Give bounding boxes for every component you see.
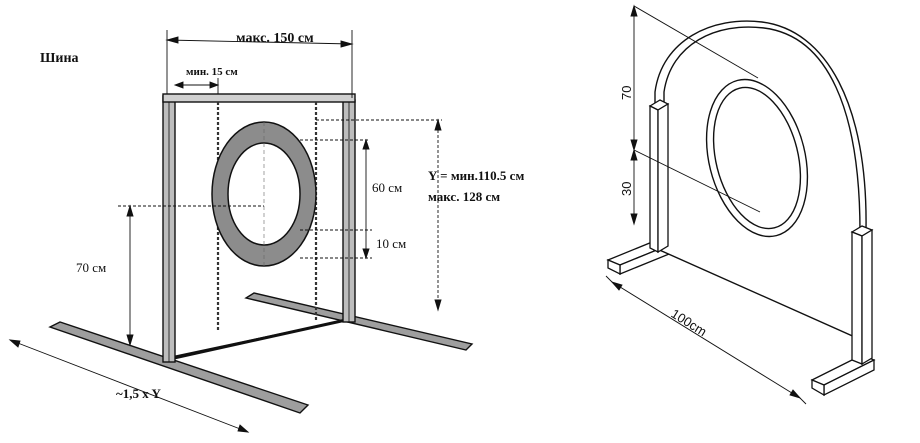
min-gap-label: мин. 15 см: [186, 66, 238, 78]
upper-dimension-label: 70: [619, 86, 634, 100]
hoop-board-figure: 70 30 100cm: [605, 4, 876, 405]
tire-jump-figure: Шина макс. 150 см мин. 15 см 60 см Y = м…: [8, 30, 524, 433]
tire-ring: [211, 121, 317, 267]
board-dimensions: [605, 4, 807, 405]
bottom-gap-label: 10 см: [376, 236, 406, 251]
base-length-label: ~1,5 x Y: [116, 386, 162, 401]
y-range-label-line1: Y = мин.110.5 см: [428, 168, 524, 183]
arch-board: [654, 20, 867, 344]
dimension-lines: [8, 30, 442, 433]
frame-base: [48, 292, 474, 414]
base-height-label: 70 см: [76, 260, 106, 275]
y-range-label-line2: макс. 128 см: [428, 189, 500, 204]
frame-posts: [162, 93, 356, 363]
max-width-label: макс. 150 см: [236, 31, 314, 46]
hoop-height-label: 60 см: [372, 180, 402, 195]
figure-title: Шина: [40, 51, 79, 66]
lower-dimension-label: 30: [619, 182, 634, 196]
board-posts: [648, 99, 874, 366]
width-dimension-label: 100cm: [668, 306, 709, 339]
